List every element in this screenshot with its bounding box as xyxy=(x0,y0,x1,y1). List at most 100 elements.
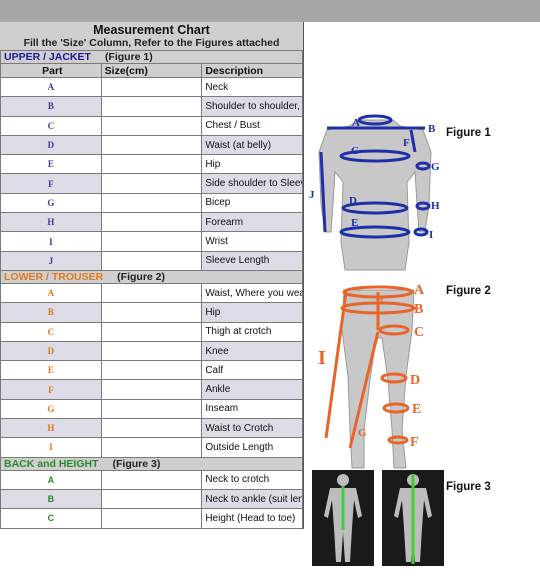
part-code: B xyxy=(0,488,102,510)
part-code: G xyxy=(0,398,102,420)
back-section-label: BACK and HEIGHT xyxy=(4,457,99,470)
mark-d: D xyxy=(349,195,357,207)
part-code: I xyxy=(0,231,102,252)
part-code: B xyxy=(0,96,102,117)
size-entry-cell[interactable] xyxy=(100,398,203,420)
part-code: H xyxy=(0,212,102,233)
trouser-measure-lines xyxy=(324,285,416,449)
size-entry-cell[interactable] xyxy=(100,154,203,175)
part-code: A xyxy=(0,282,102,304)
size-entry-cell[interactable] xyxy=(100,469,203,490)
size-entry-cell[interactable] xyxy=(100,192,203,214)
measurement-description: Waist to Crotch xyxy=(201,418,303,439)
mark-d: D xyxy=(410,373,420,388)
lower-section-title: LOWER / TROUSER(Figure 2) xyxy=(0,269,303,284)
measurement-description: Outside Length xyxy=(201,437,303,458)
measurement-description: Neck xyxy=(201,76,303,98)
mark-j: J xyxy=(309,189,315,201)
table-row: I Outside Length xyxy=(0,437,303,458)
calf-line xyxy=(382,402,410,414)
part-code: I xyxy=(0,437,102,458)
size-entry-cell[interactable] xyxy=(100,437,203,458)
lower-figure-ref: (Figure 2) xyxy=(117,270,166,283)
mark-g: G xyxy=(358,427,367,439)
size-entry-cell[interactable] xyxy=(100,302,203,323)
mark-a: A xyxy=(414,283,425,298)
sleeve-line xyxy=(319,151,327,233)
size-entry-cell[interactable] xyxy=(100,250,203,271)
table-row: B Hip xyxy=(0,302,303,323)
size-entry-cell[interactable] xyxy=(100,379,203,400)
part-code: E xyxy=(0,360,102,381)
side-shoulder-line xyxy=(409,129,417,153)
measurement-description: Shoulder to shoulder, across back xyxy=(201,96,303,117)
measurement-description: Height (Head to toe) xyxy=(201,508,303,529)
part-column-header: Part xyxy=(0,63,102,78)
measurement-description: Waist (at belly) xyxy=(201,134,303,156)
figure-2-trouser-diagram: A B C D E F G H I xyxy=(318,283,425,469)
mark-i: I xyxy=(318,347,326,369)
size-entry-cell[interactable] xyxy=(100,340,203,362)
mark-i: I xyxy=(429,229,433,241)
size-entry-cell[interactable] xyxy=(100,360,203,381)
top-bar xyxy=(0,0,540,22)
chart-title: Measurement Chart xyxy=(93,23,210,37)
size-entry-cell[interactable] xyxy=(100,418,203,439)
part-code: G xyxy=(0,192,102,214)
size-entry-cell[interactable] xyxy=(100,115,203,136)
size-entry-cell[interactable] xyxy=(100,282,203,304)
measurement-chart: Measurement Chart Fill the 'Size' Column… xyxy=(0,22,304,529)
size-entry-cell[interactable] xyxy=(100,134,203,156)
part-code: E xyxy=(0,154,102,175)
size-entry-cell[interactable] xyxy=(100,212,203,233)
mark-h: H xyxy=(431,200,440,212)
mark-e: E xyxy=(351,217,358,229)
part-code: H xyxy=(0,418,102,439)
size-entry-cell[interactable] xyxy=(100,508,203,529)
figure-3-back-height-diagram xyxy=(312,470,444,566)
figure-1-jacket-diagram: A B C D E F G H I J xyxy=(309,114,440,271)
mark-b: B xyxy=(414,302,423,317)
bicep-line xyxy=(415,161,431,171)
measurement-description: Chest / Bust xyxy=(201,115,303,136)
size-entry-cell[interactable] xyxy=(100,488,203,510)
table-row: B Neck to ankle (suit length) xyxy=(0,488,303,510)
jacket-measure-lines xyxy=(319,114,431,239)
measurement-description: Neck to crotch xyxy=(201,469,303,490)
size-entry-cell[interactable] xyxy=(100,321,203,342)
part-code: D xyxy=(0,134,102,156)
ankle-line xyxy=(387,435,409,445)
chart-subtitle: Fill the 'Size' Column, Refer to the Fig… xyxy=(23,37,280,49)
measurement-description: Bicep xyxy=(201,192,303,214)
upper-figure-ref: (Figure 1) xyxy=(104,51,153,63)
size-entry-cell[interactable] xyxy=(100,96,203,117)
size-entry-cell[interactable] xyxy=(100,173,203,194)
mark-g: G xyxy=(431,161,440,173)
measurement-description: Neck to ankle (suit length) xyxy=(201,488,303,510)
measurement-description: Thigh at crotch xyxy=(201,321,303,342)
jacket-mark-letters: A B C D E F G H I J xyxy=(309,117,440,241)
measurement-description: Hip xyxy=(201,302,303,323)
chart-header: Measurement Chart Fill the 'Size' Column… xyxy=(0,22,303,50)
size-entry-cell[interactable] xyxy=(100,76,203,98)
outside-length-line xyxy=(324,291,348,439)
part-code: B xyxy=(0,302,102,323)
table-row: G Bicep xyxy=(0,192,303,214)
part-code: C xyxy=(0,321,102,342)
table-row: B Shoulder to shoulder, across back xyxy=(0,96,303,117)
upper-section-header: UPPER / JACKET (Figure 1) xyxy=(0,50,303,64)
mark-h: H xyxy=(377,295,384,304)
measurement-description: Waist, Where you wear you trouser xyxy=(201,282,303,304)
upper-section-label: UPPER / JACKET xyxy=(4,51,91,63)
part-code: F xyxy=(0,173,102,194)
size-entry-cell[interactable] xyxy=(100,231,203,252)
knee-line xyxy=(380,372,408,384)
part-code: C xyxy=(0,508,102,529)
